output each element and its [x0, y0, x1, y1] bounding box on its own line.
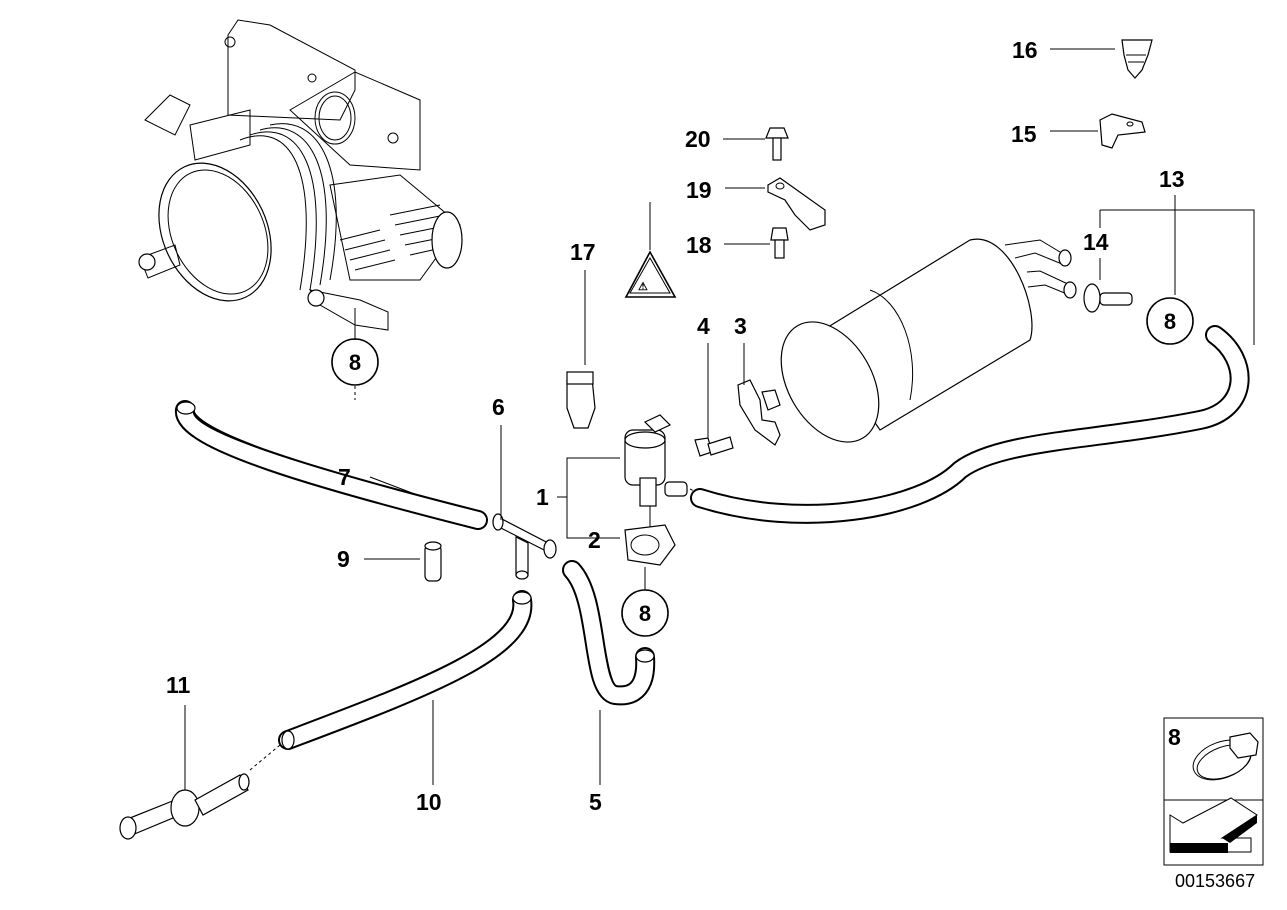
clip-15: [1121, 39, 1153, 79]
hose-clamp-icon: [1192, 732, 1259, 781]
hose-10: [278, 590, 533, 750]
back-button[interactable]: [1163, 797, 1264, 866]
warning-label-20: ⚠: [624, 250, 677, 298]
callout-circle-label: 8: [1164, 309, 1176, 334]
legend-box: 8: [1163, 717, 1264, 801]
callout-circle-8-b[interactable]: 8: [621, 589, 669, 637]
bolt-19: [765, 127, 789, 161]
callout-12[interactable]: 13: [1159, 166, 1185, 192]
callout-18[interactable]: 19: [686, 177, 712, 203]
hose-5: [562, 560, 656, 706]
t-piece-6: [492, 513, 557, 580]
callout-15[interactable]: 16: [1012, 37, 1038, 63]
callout-3[interactable]: 3: [734, 313, 747, 339]
check-valve-11: [119, 773, 250, 840]
warning-symbol: ⚠: [638, 281, 648, 293]
callout-16[interactable]: 17: [570, 239, 596, 265]
hose-12: [690, 325, 1250, 524]
callout-circle-label: 8: [639, 601, 651, 626]
throttle-body: [138, 19, 463, 340]
back-arrow-icon: [1169, 797, 1258, 853]
callout-9[interactable]: 9: [337, 546, 350, 572]
rubber-mount-2: [624, 524, 676, 566]
callout-13[interactable]: 14: [1083, 229, 1109, 255]
connector-16: [566, 371, 596, 429]
bracket-3: [737, 379, 781, 446]
callout-circle-8-a[interactable]: 8: [331, 338, 379, 386]
bracket-14: [1099, 113, 1146, 149]
callout-7[interactable]: 7: [338, 464, 351, 490]
callout-6[interactable]: 6: [492, 394, 505, 420]
callout-14[interactable]: 15: [1011, 121, 1037, 147]
callout-17[interactable]: 18: [686, 232, 712, 258]
check-valve-13: [1083, 283, 1133, 313]
callout-10[interactable]: 10: [416, 789, 442, 815]
callout-4[interactable]: 4: [697, 313, 710, 339]
callout-circle-label: 8: [349, 350, 361, 375]
purge-valve-1: [624, 414, 688, 507]
callout-5[interactable]: 5: [589, 789, 602, 815]
hose-7: [175, 400, 488, 530]
bolt-4: [694, 436, 734, 457]
legend-item-label: 8: [1168, 724, 1181, 750]
charcoal-canister: [780, 238, 1077, 443]
connector-tube-9: [424, 541, 442, 582]
callout-1[interactable]: 1: [536, 484, 549, 510]
reference-number: 00153667: [1175, 871, 1255, 891]
callout-19[interactable]: 20: [685, 126, 711, 152]
callout-11[interactable]: 11: [166, 672, 191, 698]
bracket-18: [767, 177, 826, 231]
bolt-17: [770, 227, 789, 259]
callout-2[interactable]: 2: [588, 527, 601, 553]
callout-circle-8-c[interactable]: 8: [1146, 297, 1194, 345]
